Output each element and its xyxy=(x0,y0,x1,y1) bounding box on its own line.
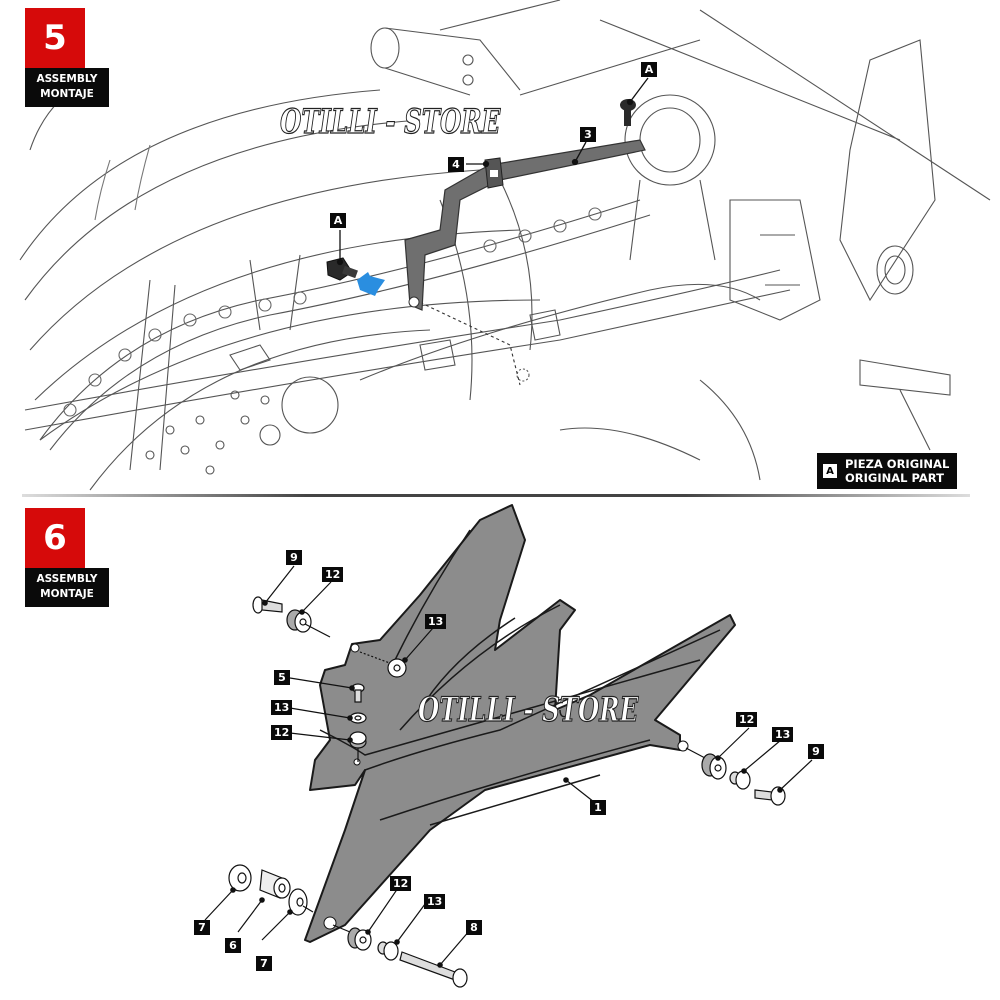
watermark-text: OTILLI - STORE xyxy=(280,102,501,142)
insertion-arrow xyxy=(357,272,385,296)
step-number: 6 xyxy=(25,508,85,568)
watermark-text: OTILLI - STORE xyxy=(418,690,639,730)
exhaust-muffler xyxy=(370,27,521,96)
callout-5: 5 xyxy=(274,670,290,685)
step-number: 5 xyxy=(25,8,85,68)
callout-4: 4 xyxy=(448,157,464,172)
callout-13-bottom: 13 xyxy=(424,894,446,909)
assembly-step-6-panel: 6 ASSEMBLY MONTAJE 9 12 13 5 13 12 1 12 … xyxy=(0,500,1000,1000)
rear-shock xyxy=(624,94,716,261)
callout-7-right: 7 xyxy=(256,956,272,971)
assembly-step-5-panel: 5 ASSEMBLY MONTAJE A 3 4 A OTILLI - STOR… xyxy=(0,0,1000,495)
callout-12-bottom: 12 xyxy=(390,876,412,891)
callout-9-top: 9 xyxy=(286,550,302,565)
mudguard-exploded-view xyxy=(204,504,813,988)
panel-divider xyxy=(22,494,970,497)
swingarm xyxy=(24,269,781,411)
callout-a-lower: A xyxy=(330,213,346,228)
drive-chain xyxy=(39,199,651,451)
callout-1: 1 xyxy=(590,800,606,815)
callout-13-right: 13 xyxy=(772,727,794,742)
callout-7-left: 7 xyxy=(194,920,210,935)
callout-13-mid: 13 xyxy=(271,700,293,715)
callout-8: 8 xyxy=(466,920,482,935)
tire-outline xyxy=(19,89,381,261)
step-label: ASSEMBLY MONTAJE xyxy=(25,568,109,607)
callout-9-right: 9 xyxy=(808,744,824,759)
spacer-12-bottom xyxy=(347,927,372,951)
washer-13-upper xyxy=(387,658,407,678)
original-part-legend: A PIEZA ORIGINAL ORIGINAL PART xyxy=(817,453,958,489)
footpeg-bracket xyxy=(839,39,951,451)
step-5-badge: 5 ASSEMBLY MONTAJE xyxy=(25,8,109,107)
bushing-6 xyxy=(259,869,291,899)
callout-3: 3 xyxy=(580,127,596,142)
callout-a-upper: A xyxy=(641,62,657,77)
spacer-12-right xyxy=(701,753,727,780)
washer-13-bottom xyxy=(377,941,399,961)
callout-12-top: 12 xyxy=(322,567,344,582)
legend-line-1: PIEZA ORIGINAL xyxy=(845,457,950,471)
washer-7-right xyxy=(288,888,308,916)
step-label: ASSEMBLY MONTAJE xyxy=(25,68,109,107)
step-6-badge: 6 ASSEMBLY MONTAJE xyxy=(25,508,109,607)
legend-key: A xyxy=(823,464,837,478)
washer-13-right xyxy=(729,770,751,790)
bolt-8 xyxy=(399,951,468,988)
washer-7-left xyxy=(228,864,252,892)
spacer-12-top-left xyxy=(286,609,312,633)
legend-line-2: ORIGINAL PART xyxy=(845,471,944,485)
mudguard-support-bracket xyxy=(404,139,646,311)
callout-12-mid: 12 xyxy=(271,725,293,740)
motorcycle-rear-line-drawing xyxy=(19,0,991,491)
rear-hugger-mudguard xyxy=(304,504,736,943)
brake-cable xyxy=(359,283,761,381)
callout-12-right: 12 xyxy=(736,712,758,727)
callout-13-top: 13 xyxy=(425,614,447,629)
brake-disc xyxy=(89,329,431,491)
callout-6: 6 xyxy=(225,938,241,953)
